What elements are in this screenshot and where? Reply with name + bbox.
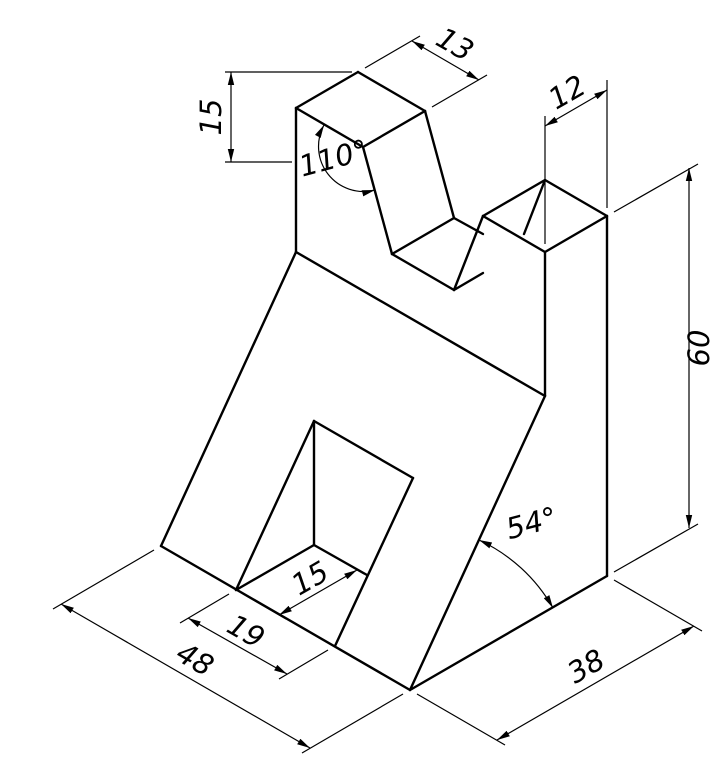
extension-line: [416, 693, 506, 746]
part-edge: [390, 252, 456, 292]
dimension-arc: [478, 539, 554, 609]
dimension-arc: [314, 124, 376, 197]
extension-line: [613, 523, 699, 573]
part-edge: [452, 216, 485, 236]
part-edge: [356, 70, 427, 113]
extension-line: [613, 579, 703, 632]
part-edge: [452, 214, 485, 292]
part-edge: [312, 419, 415, 480]
dimension-line: [544, 89, 608, 127]
extension-line: [613, 163, 699, 213]
dim-label-60: 60: [682, 330, 715, 367]
extension-line: [364, 35, 421, 69]
part-edge: [390, 216, 456, 256]
extension-line: [431, 74, 488, 108]
dimension-line: [60, 603, 311, 749]
extension-line: [52, 549, 155, 610]
part-edge: [452, 271, 485, 292]
part-edge: [522, 178, 547, 236]
part-edge: [333, 476, 415, 648]
part-edge: [543, 214, 609, 254]
part-edge: [481, 214, 547, 254]
dimension-line: [496, 625, 695, 741]
extension-line: [301, 693, 404, 754]
part-edge: [294, 250, 547, 398]
part-edge: [159, 250, 298, 548]
dimension-line: [411, 40, 480, 81]
part-edge: [294, 70, 360, 110]
part-edge: [543, 178, 609, 218]
part-edge: [234, 543, 316, 592]
dimension-arcs-group: [314, 124, 554, 609]
dimension-line: [187, 617, 288, 675]
dimension-line: [278, 569, 358, 616]
part-edge: [234, 419, 316, 592]
part-edge: [423, 109, 456, 220]
part-edge: [408, 394, 547, 692]
part-edge: [481, 178, 547, 218]
dimension-lines-group: [60, 40, 695, 749]
dim-label-15-top: 15: [194, 99, 228, 136]
